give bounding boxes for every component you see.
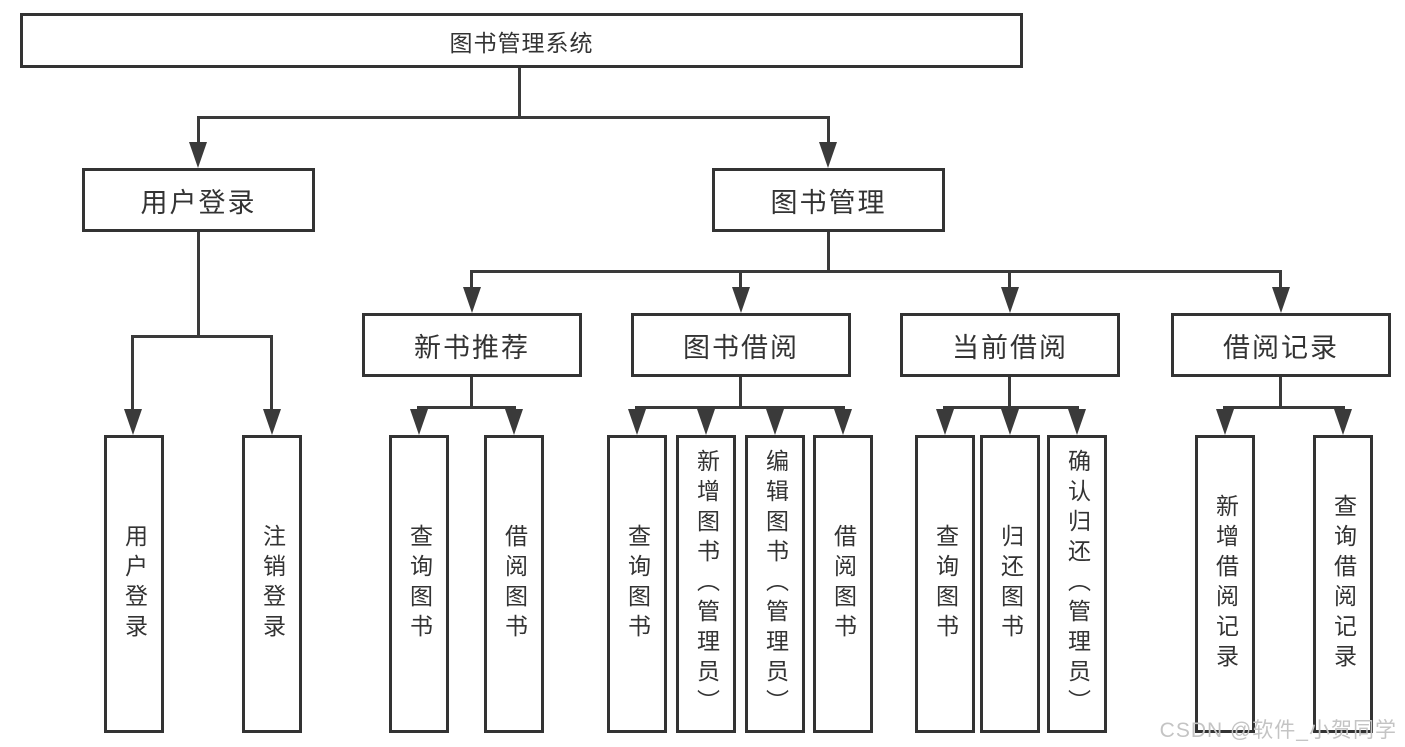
leaf-query-books-borrow: 查询图书 bbox=[607, 435, 667, 733]
arrow-down-icon bbox=[189, 142, 207, 168]
leaf-query-borrow-record: 查询借阅记录 bbox=[1313, 435, 1373, 733]
connector-line bbox=[270, 335, 273, 412]
arrow-down-icon bbox=[834, 409, 852, 435]
connector-line bbox=[197, 116, 200, 146]
arrow-down-icon bbox=[697, 409, 715, 435]
arrow-down-icon bbox=[463, 287, 481, 313]
node-borrow-records: 借阅记录 bbox=[1171, 313, 1391, 377]
connector-line bbox=[1008, 270, 1011, 290]
connector-line bbox=[943, 406, 1079, 409]
leaf-query-books-current-label: 查询图书 bbox=[932, 524, 959, 644]
leaf-borrow-books-new: 借阅图书 bbox=[484, 435, 544, 733]
node-root-label: 图书管理系统 bbox=[449, 29, 594, 56]
arrow-down-icon bbox=[1216, 409, 1234, 435]
node-current-borrow: 当前借阅 bbox=[900, 313, 1120, 377]
connector-line bbox=[1279, 270, 1282, 290]
arrow-down-icon bbox=[124, 409, 142, 435]
connector-line bbox=[131, 335, 134, 412]
arrow-down-icon bbox=[766, 409, 784, 435]
node-new-book-recommend-label: 新书推荐 bbox=[414, 332, 530, 363]
arrow-down-icon bbox=[1001, 409, 1019, 435]
leaf-edit-books-admin-label: 编辑图书（管理员） bbox=[762, 449, 789, 719]
leaf-query-borrow-record-label: 查询借阅记录 bbox=[1330, 494, 1357, 674]
leaf-user-login: 用户登录 bbox=[104, 435, 164, 733]
leaf-add-borrow-record-label: 新增借阅记录 bbox=[1212, 494, 1239, 674]
node-new-book-recommend: 新书推荐 bbox=[362, 313, 582, 377]
connector-line bbox=[739, 270, 742, 290]
arrow-down-icon bbox=[936, 409, 954, 435]
connector-line bbox=[197, 232, 200, 338]
connector-line bbox=[197, 116, 830, 119]
node-root: 图书管理系统 bbox=[20, 13, 1023, 68]
node-book-borrow-label: 图书借阅 bbox=[683, 332, 799, 363]
csdn-watermark: CSDN @软件_小贺同学 bbox=[1159, 719, 1397, 742]
leaf-query-books-borrow-label: 查询图书 bbox=[624, 524, 651, 644]
node-book-management: 图书管理 bbox=[712, 168, 945, 232]
arrow-down-icon bbox=[819, 142, 837, 168]
arrow-down-icon bbox=[1272, 287, 1290, 313]
leaf-logout-label: 注销登录 bbox=[259, 524, 286, 644]
arrow-down-icon bbox=[1334, 409, 1352, 435]
node-user-login: 用户登录 bbox=[82, 168, 315, 232]
connector-line bbox=[518, 68, 521, 119]
leaf-query-books-current: 查询图书 bbox=[915, 435, 975, 733]
arrow-down-icon bbox=[628, 409, 646, 435]
leaf-confirm-return-admin-label: 确认归还（管理员） bbox=[1064, 449, 1091, 719]
node-user-login-label: 用户登录 bbox=[140, 187, 257, 218]
arrow-down-icon bbox=[410, 409, 428, 435]
connector-line bbox=[1008, 377, 1011, 409]
arrow-down-icon bbox=[263, 409, 281, 435]
node-book-management-label: 图书管理 bbox=[770, 187, 887, 218]
connector-line bbox=[635, 406, 845, 409]
connector-line bbox=[417, 406, 516, 409]
arrow-down-icon bbox=[1001, 287, 1019, 313]
leaf-query-books-new-label: 查询图书 bbox=[406, 524, 433, 644]
leaf-confirm-return-admin: 确认归还（管理员） bbox=[1047, 435, 1107, 733]
connector-line bbox=[470, 270, 1282, 273]
connector-line bbox=[1279, 377, 1282, 409]
connector-line bbox=[739, 377, 742, 409]
leaf-add-books-admin-label: 新增图书（管理员） bbox=[693, 449, 720, 719]
leaf-user-login-label: 用户登录 bbox=[121, 524, 148, 644]
leaf-logout: 注销登录 bbox=[242, 435, 302, 733]
node-current-borrow-label: 当前借阅 bbox=[952, 332, 1068, 363]
connector-line bbox=[1223, 406, 1345, 409]
node-borrow-records-label: 借阅记录 bbox=[1223, 332, 1339, 363]
connector-line bbox=[470, 270, 473, 290]
connector-line bbox=[470, 377, 473, 409]
leaf-return-books-label: 归还图书 bbox=[997, 524, 1024, 644]
leaf-query-books-new: 查询图书 bbox=[389, 435, 449, 733]
leaf-borrow-books-new-label: 借阅图书 bbox=[501, 524, 528, 644]
node-book-borrow: 图书借阅 bbox=[631, 313, 851, 377]
leaf-borrow-books-label: 借阅图书 bbox=[830, 524, 857, 644]
leaf-edit-books-admin: 编辑图书（管理员） bbox=[745, 435, 805, 733]
arrow-down-icon bbox=[1068, 409, 1086, 435]
connector-line bbox=[131, 335, 273, 338]
arrow-down-icon bbox=[732, 287, 750, 313]
connector-line bbox=[827, 116, 830, 146]
leaf-borrow-books: 借阅图书 bbox=[813, 435, 873, 733]
leaf-return-books: 归还图书 bbox=[980, 435, 1040, 733]
leaf-add-borrow-record: 新增借阅记录 bbox=[1195, 435, 1255, 733]
arrow-down-icon bbox=[505, 409, 523, 435]
connector-line bbox=[827, 232, 830, 273]
leaf-add-books-admin: 新增图书（管理员） bbox=[676, 435, 736, 733]
